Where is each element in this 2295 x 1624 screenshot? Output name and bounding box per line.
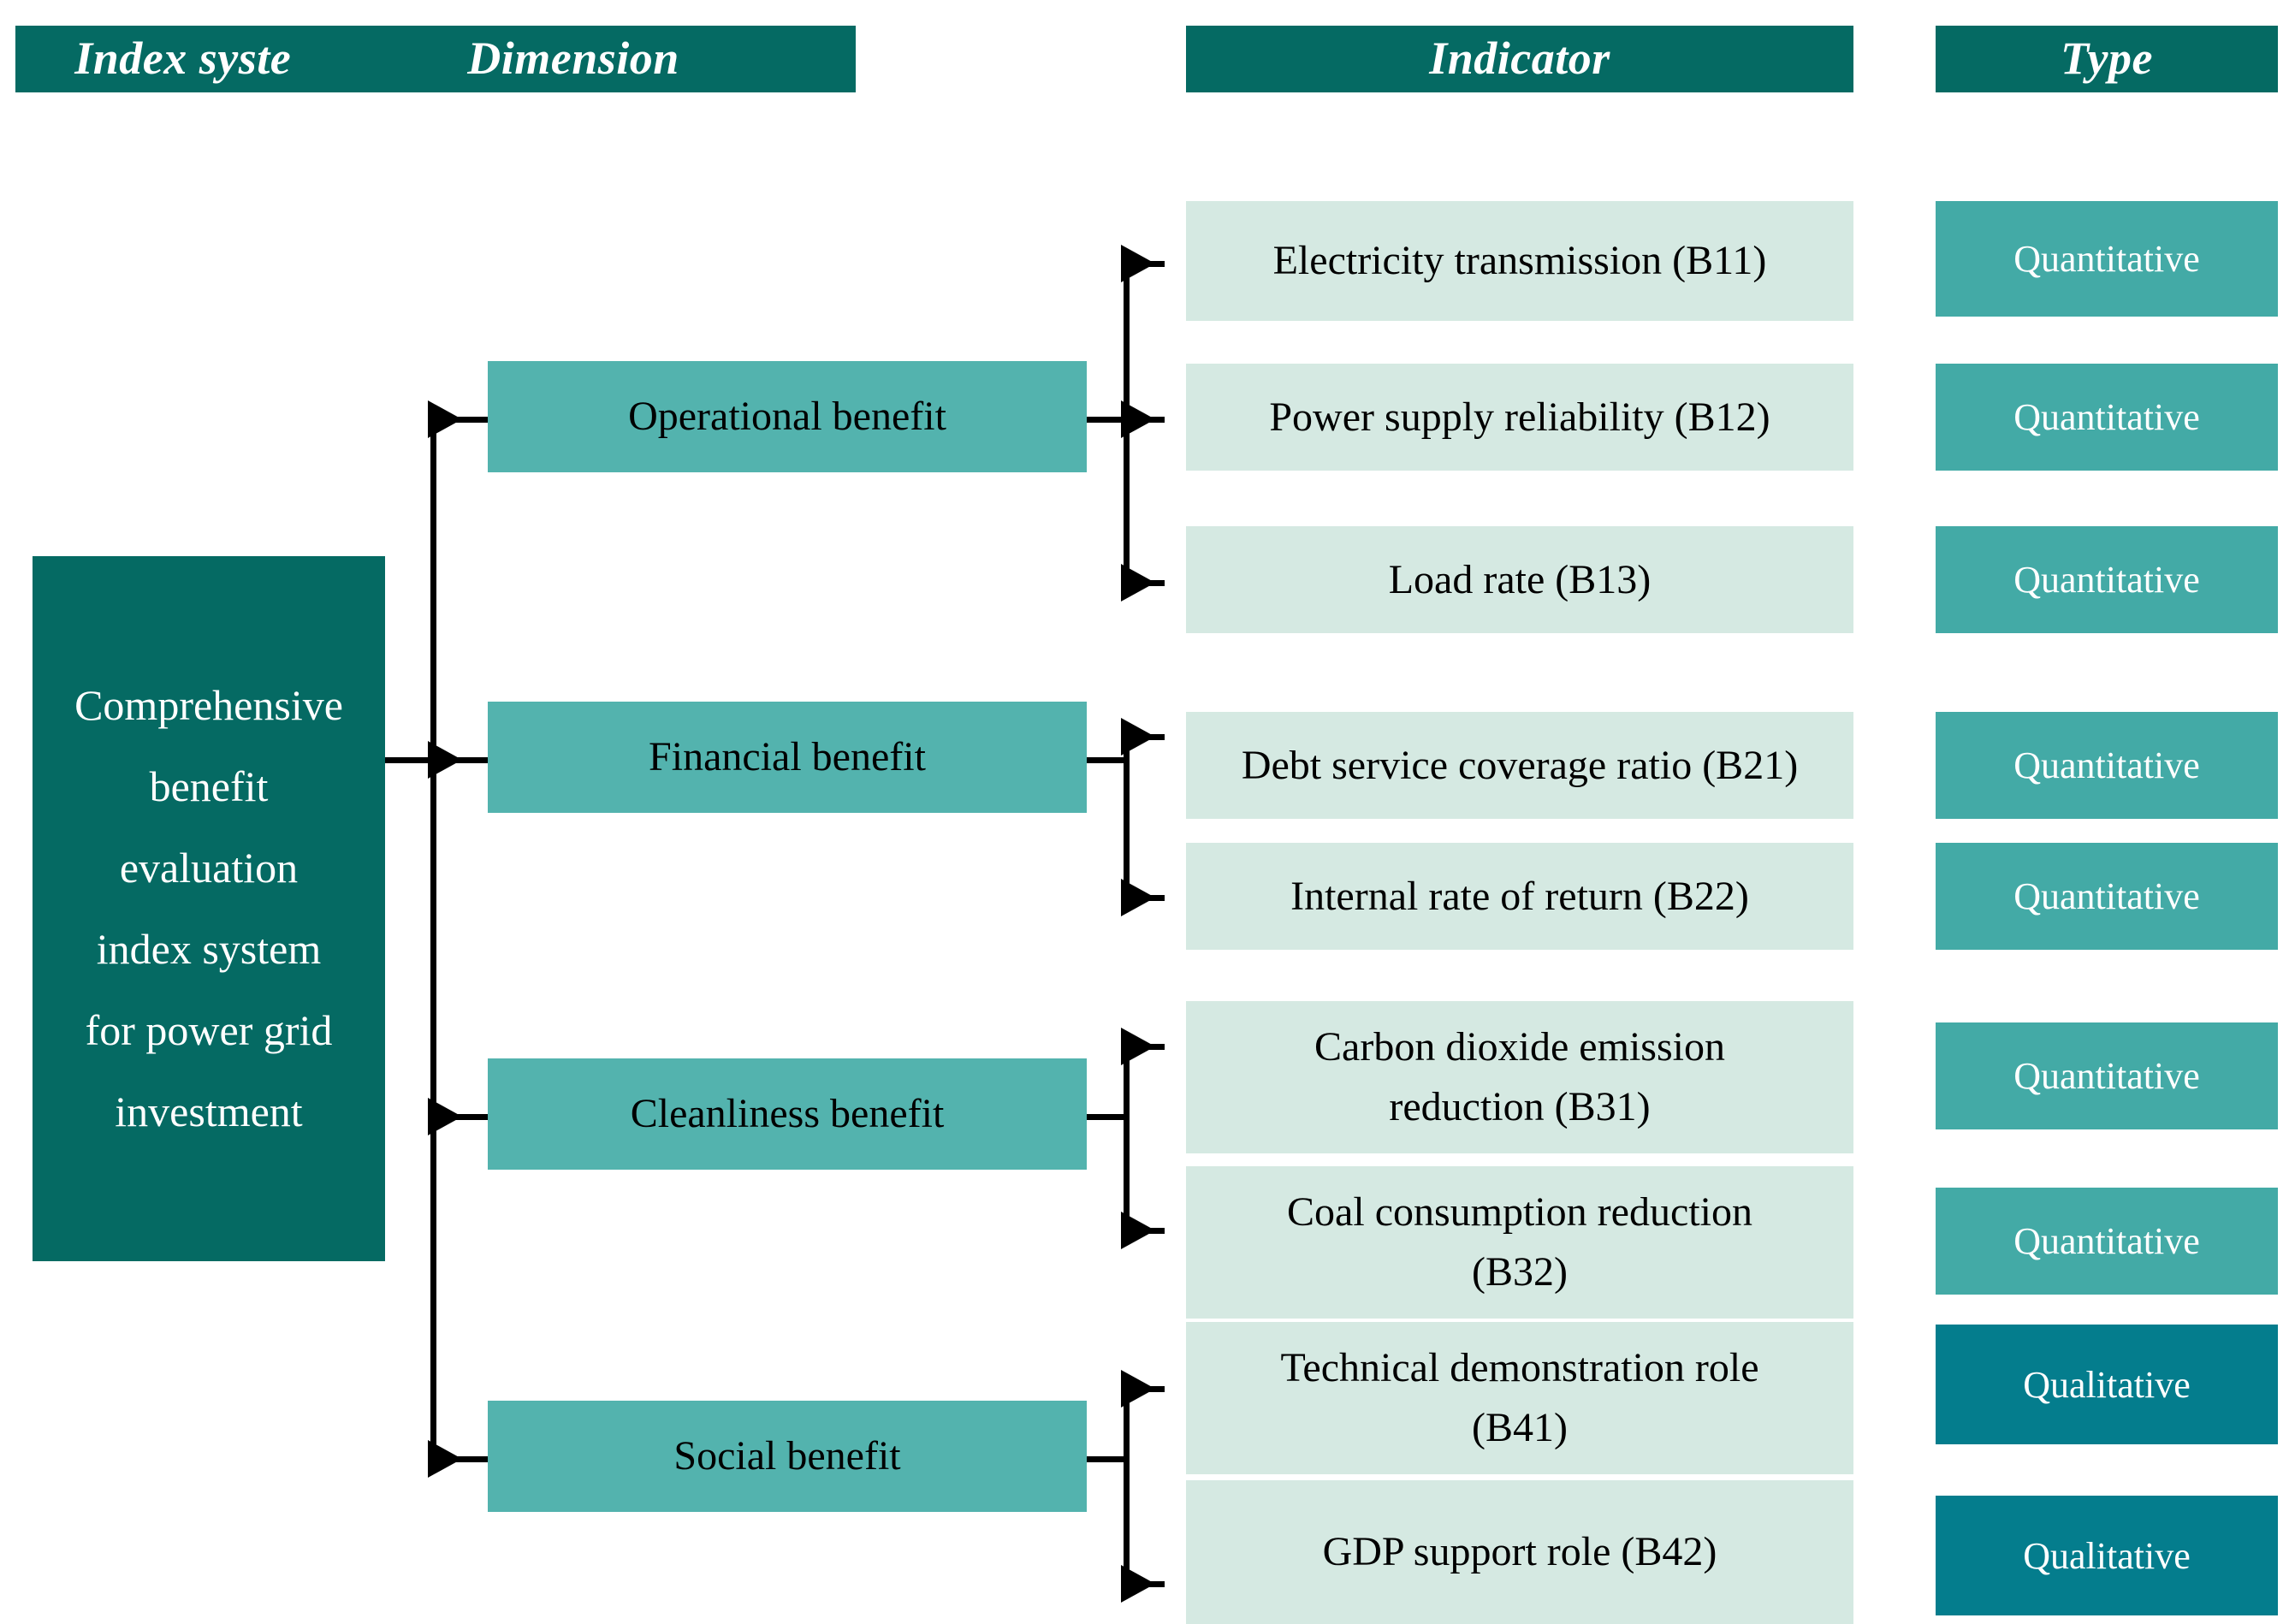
indicator-node-b41-label: Technical demonstration role (B41)	[1280, 1345, 1759, 1450]
type-node-b32: Quantitative	[1936, 1188, 2278, 1295]
indicator-node-b32: Coal consumption reduction (B32)	[1186, 1166, 1853, 1319]
type-node-b42: Qualitative	[1936, 1496, 2278, 1615]
header-dimension-label: Dimension	[467, 33, 679, 85]
indicator-node-b31-label: Carbon dioxide emission reduction (B31)	[1314, 1024, 1725, 1129]
connector-financial-stub	[1087, 757, 1130, 763]
indicator-node-b11-label: Electricity transmission (B11)	[1272, 238, 1767, 284]
connector-root-stub	[385, 757, 436, 763]
arrow-operational-to-b13	[1121, 564, 1155, 602]
arrow-social-to-b42	[1121, 1565, 1155, 1603]
arrow-root-to-social	[428, 1440, 462, 1478]
type-node-b11: Quantitative	[1936, 201, 2278, 317]
indicator-node-b42-label: GDP support role (B42)	[1322, 1529, 1717, 1575]
type-node-b32-label: Quantitative	[2013, 1220, 2200, 1262]
arrow-operational-to-b12	[1121, 400, 1155, 438]
dimension-node-social-label: Social benefit	[673, 1433, 901, 1479]
indicator-node-b21-label: Debt service coverage ratio (B21)	[1241, 742, 1799, 788]
type-node-b41: Qualitative	[1936, 1325, 2278, 1444]
dimension-node-cleanliness: Cleanliness benefit	[488, 1058, 1087, 1170]
dimension-node-operational-label: Operational benefit	[628, 394, 946, 439]
indicator-node-b22-label: Internal rate of return (B22)	[1290, 873, 1749, 919]
dimension-node-financial: Financial benefit	[488, 702, 1087, 813]
indicator-node-b32-label: Coal consumption reduction (B32)	[1287, 1189, 1752, 1295]
arrow-cleanliness-to-b32	[1121, 1212, 1155, 1249]
indicator-node-b22: Internal rate of return (B22)	[1186, 843, 1853, 950]
connector-cleanliness-trunk	[1124, 1044, 1130, 1234]
type-node-b42-label: Qualitative	[2023, 1534, 2191, 1577]
arrow-operational-to-b11	[1121, 245, 1155, 282]
root-node-comprehensive-index-system: Comprehensive benefit evaluation index s…	[33, 556, 385, 1261]
arrow-root-to-financial	[428, 741, 462, 779]
connector-financial-trunk	[1124, 734, 1130, 901]
type-node-b41-label: Qualitative	[2023, 1363, 2191, 1406]
header-index-system-label: Index system	[74, 33, 328, 85]
arrow-root-to-cleanliness	[428, 1098, 462, 1135]
connector-social-stub	[1087, 1456, 1130, 1462]
header-indicator-label: Indicator	[1429, 33, 1610, 85]
type-node-b12: Quantitative	[1936, 364, 2278, 471]
header-dimension-box: Dimension	[291, 26, 856, 92]
indicator-node-b41: Technical demonstration role (B41)	[1186, 1322, 1853, 1474]
type-node-b13: Quantitative	[1936, 526, 2278, 633]
header-type-label: Type	[2061, 33, 2153, 85]
indicator-node-b11: Electricity transmission (B11)	[1186, 201, 1853, 321]
indicator-node-b31: Carbon dioxide emission reduction (B31)	[1186, 1001, 1853, 1153]
arrow-financial-to-b21	[1121, 718, 1155, 756]
indicator-node-b12: Power supply reliability (B12)	[1186, 364, 1853, 471]
indicator-node-b21: Debt service coverage ratio (B21)	[1186, 712, 1853, 819]
indicator-node-b13-label: Load rate (B13)	[1388, 556, 1652, 602]
indicator-node-b12-label: Power supply reliability (B12)	[1269, 394, 1770, 440]
header-type: Type	[1936, 26, 2278, 92]
connector-dimension-trunk	[430, 417, 436, 1462]
dimension-node-operational: Operational benefit	[488, 361, 1087, 472]
indicator-node-b42: GDP support role (B42)	[1186, 1480, 1853, 1624]
arrow-cleanliness-to-b31	[1121, 1028, 1155, 1065]
type-node-b22: Quantitative	[1936, 843, 2278, 950]
header-indicator: Indicator	[1186, 26, 1853, 92]
root-node-label: Comprehensive benefit evaluation index s…	[74, 681, 343, 1135]
type-node-b21-label: Quantitative	[2013, 744, 2200, 786]
type-node-b31-label: Quantitative	[2013, 1055, 2200, 1097]
arrow-root-to-operational	[428, 400, 462, 438]
arrow-social-to-b41	[1121, 1370, 1155, 1408]
connector-operational-stub	[1087, 417, 1130, 423]
indicator-node-b13: Load rate (B13)	[1186, 526, 1853, 633]
type-node-b22-label: Quantitative	[2013, 875, 2200, 917]
type-node-b11-label: Quantitative	[2013, 238, 2200, 280]
dimension-node-financial-label: Financial benefit	[649, 734, 926, 779]
arrow-financial-to-b22	[1121, 879, 1155, 916]
type-node-b12-label: Quantitative	[2013, 396, 2200, 438]
type-node-b21: Quantitative	[1936, 712, 2278, 819]
dimension-node-cleanliness-label: Cleanliness benefit	[630, 1091, 945, 1136]
type-node-b31: Quantitative	[1936, 1022, 2278, 1129]
dimension-node-social: Social benefit	[488, 1401, 1087, 1512]
connector-cleanliness-stub	[1087, 1114, 1130, 1120]
type-node-b13-label: Quantitative	[2013, 559, 2200, 601]
connector-social-trunk	[1124, 1386, 1130, 1587]
